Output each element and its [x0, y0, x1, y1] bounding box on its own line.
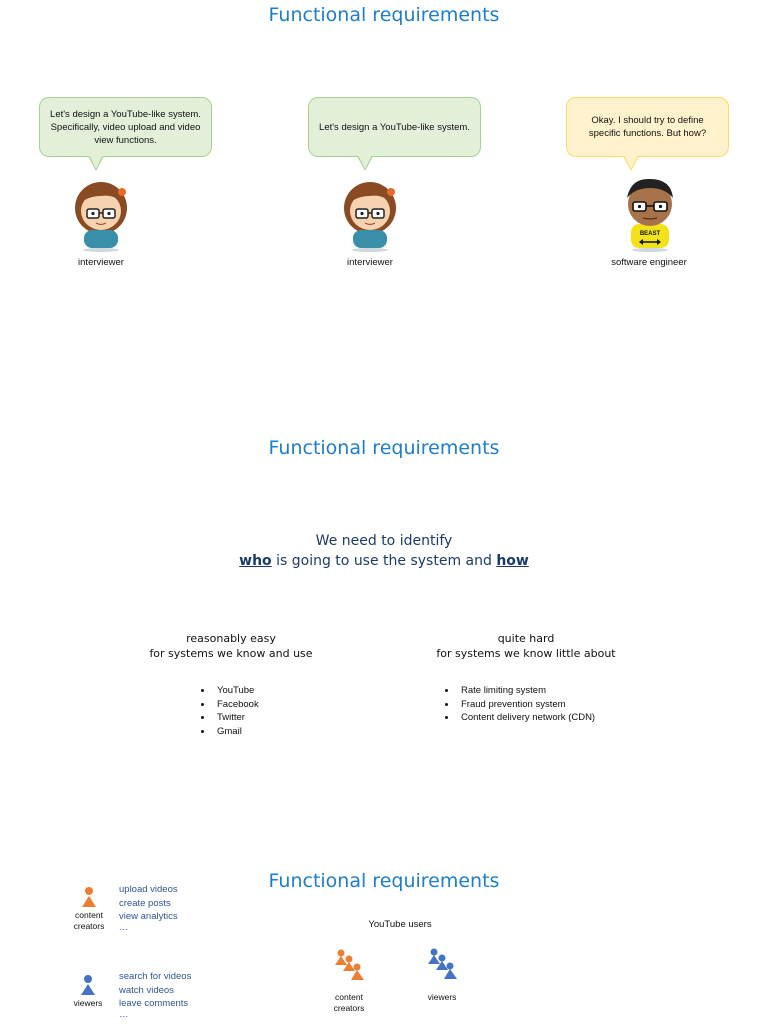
content-creators-label-line-1: content	[75, 910, 103, 920]
viewer-actions-list: search for videos watch videos leave com…	[119, 970, 191, 1019]
interviewer-avatar-icon	[75, 182, 127, 252]
slide2-title: Functional requirements	[268, 437, 500, 459]
hard-heading: quite hard for systems we know little ab…	[411, 631, 641, 661]
speech-bubble-tail-fill	[89, 155, 103, 169]
list-item: …	[119, 921, 129, 933]
content-creators-label: content creators	[64, 910, 114, 932]
hard-systems-list: Rate limiting system Fraud prevention sy…	[441, 684, 595, 725]
slide1-title: Functional requirements	[268, 4, 500, 26]
viewer-person-icon	[81, 975, 95, 995]
speech-bubble-2: Let's design a YouTube-like system.	[308, 97, 481, 157]
list-item: Rate limiting system	[457, 684, 595, 698]
list-item: create posts	[119, 897, 171, 909]
list-item: leave comments	[119, 998, 189, 1009]
list-item: Gmail	[213, 725, 259, 739]
speech-bubble-tail-fill	[624, 155, 638, 169]
identify-statement: We need to identify who is going to use …	[0, 531, 768, 571]
list-item: Facebook	[213, 698, 259, 712]
slide3-title: Functional requirements	[268, 870, 500, 892]
list-item: Fraud prevention system	[457, 698, 595, 712]
interviewer-avatar-icon	[344, 182, 396, 252]
identify-middle: is going to use the system and	[271, 553, 497, 569]
hard-heading-line-2: for systems we know little about	[436, 647, 616, 660]
speech-bubble-tail-fill	[358, 155, 372, 169]
interviewer-label-1: interviewer	[78, 257, 124, 268]
speech-bubble-1: Let's design a YouTube-like system. Spec…	[39, 97, 212, 157]
identify-line-2: who is going to use the system and how	[0, 551, 768, 571]
interviewer-label-2: interviewer	[347, 257, 393, 268]
easy-heading: reasonably easy for systems we know and …	[121, 631, 341, 661]
identify-line-1: We need to identify	[315, 533, 453, 549]
viewers-group-icon	[428, 948, 457, 979]
speech-bubble-1-text: Let's design a YouTube-like system. Spec…	[50, 108, 201, 146]
software-engineer-label: software engineer	[611, 257, 687, 268]
list-item: YouTube	[213, 684, 259, 698]
list-item: …	[119, 1008, 129, 1020]
youtube-users-heading: YouTube users	[368, 919, 432, 930]
how-emphasis: how	[496, 553, 529, 569]
viewers-group-label: viewers	[427, 992, 457, 1002]
software-engineer-avatar-icon	[627, 178, 673, 252]
easy-systems-list: YouTube Facebook Twitter Gmail	[197, 684, 259, 738]
list-item: Twitter	[213, 711, 259, 725]
list-item: Content delivery network (CDN)	[457, 711, 595, 725]
shirt-text: BEAST	[639, 231, 661, 237]
content-creators-group-label: content creators	[324, 992, 374, 1014]
creator-actions-list: upload videos create posts view analytic…	[119, 883, 178, 932]
list-item: search for videos	[119, 971, 192, 982]
content-creators-group-icon	[335, 949, 364, 980]
hard-heading-line-1: quite hard	[497, 632, 555, 645]
speech-bubble-3: Okay. I should try to define specific fu…	[566, 97, 729, 157]
list-item: view analytics	[119, 911, 178, 922]
list-item: upload videos	[119, 884, 178, 895]
who-emphasis: who	[239, 553, 272, 569]
content-creators-label-line-2: creators	[73, 921, 105, 931]
content-creators-group-label-line-1: content	[335, 992, 363, 1002]
speech-bubble-2-text: Let's design a YouTube-like system.	[319, 121, 470, 133]
easy-heading-line-2: for systems we know and use	[149, 647, 313, 660]
content-creator-person-icon	[82, 887, 96, 907]
content-creators-group-label-line-2: creators	[333, 1003, 365, 1013]
easy-heading-line-1: reasonably easy	[186, 632, 276, 645]
speech-bubble-3-text: Okay. I should try to define specific fu…	[588, 115, 707, 139]
list-item: watch videos	[119, 984, 174, 996]
viewers-label: viewers	[73, 998, 103, 1008]
